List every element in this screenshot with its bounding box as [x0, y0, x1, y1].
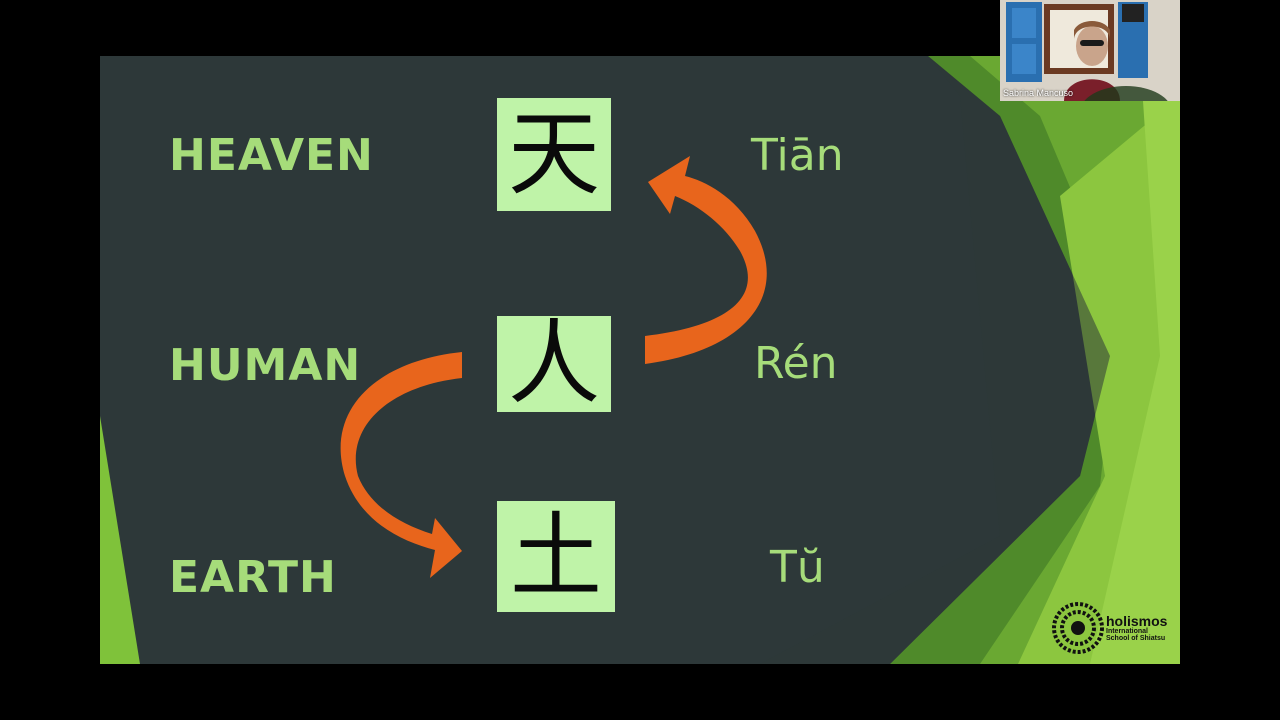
pinyin-heaven: Tiān — [751, 130, 844, 181]
pinyin-earth: Tŭ — [770, 542, 825, 593]
label-heaven: HEAVEN — [169, 130, 374, 181]
logo-subtitle-2: School of Shiatsu — [1106, 635, 1166, 642]
logo-name: holismos — [1106, 613, 1168, 629]
pinyin-human: Rén — [754, 338, 838, 389]
deco-dark-facet — [760, 56, 1110, 664]
holismos-logo-icon — [1052, 602, 1104, 654]
deco-green-right-bright — [1090, 56, 1180, 664]
holismos-logo-text: holismos International School of Shiatsu — [1106, 614, 1167, 642]
character-earth: 土 — [497, 501, 615, 612]
character-human: 人 — [497, 316, 611, 412]
holismos-logo: holismos International School of Shiatsu — [1052, 600, 1172, 656]
deco-green-left — [100, 416, 140, 664]
character-heaven: 天 — [497, 98, 611, 211]
logo-subtitle-1: International — [1106, 628, 1149, 635]
participant-name-label: Sabrina Mancuso — [1003, 88, 1074, 98]
slide-decoration — [100, 56, 1180, 664]
participant-video-tile[interactable]: Sabrina Mancuso — [1000, 0, 1180, 101]
label-human: HUMAN — [169, 340, 362, 391]
participant-video-feed — [1000, 0, 1180, 101]
label-earth: EARTH — [169, 552, 337, 603]
presentation-slide: HEAVEN HUMAN EARTH 天 人 土 Tiān Rén Tŭ hol… — [100, 56, 1180, 664]
